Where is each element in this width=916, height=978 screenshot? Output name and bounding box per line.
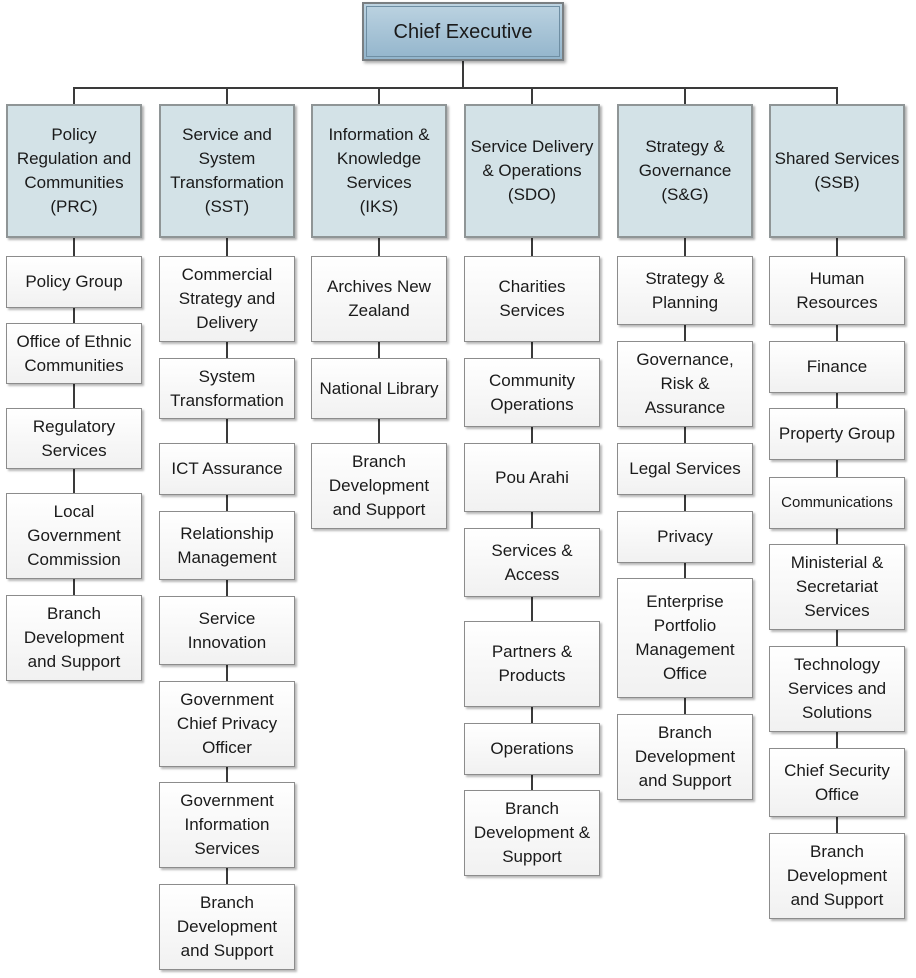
- unit-finance: Finance: [769, 341, 905, 393]
- unit-local-government-commission: Local Government Commission: [6, 493, 142, 579]
- unit-government-chief-privacy-officer: Government Chief Privacy Officer: [159, 681, 295, 767]
- unit-legal-services: Legal Services: [617, 443, 753, 495]
- unit-ministerial-and-secretariat-services: Ministerial & Secretariat Services: [769, 544, 905, 630]
- group-header-sst: Service and System Transformation (SST): [159, 104, 295, 238]
- unit-relationship-management: Relationship Management: [159, 511, 295, 580]
- unit-communications: Communications: [769, 477, 905, 529]
- group-header-iks: Information & Knowledge Services (IKS): [311, 104, 447, 238]
- group-connector: [226, 87, 228, 104]
- unit-branch-development-and-support: Branch Development and Support: [311, 443, 447, 529]
- unit-governance-risk-and-assurance: Governance, Risk & Assurance: [617, 341, 753, 427]
- group-connector: [684, 87, 686, 104]
- unit-partners-and-products: Partners & Products: [464, 621, 600, 707]
- group-header-ssb: Shared Services (SSB): [769, 104, 905, 238]
- unit-charities-services: Charities Services: [464, 256, 600, 342]
- column-spine: [684, 238, 686, 757]
- unit-service-innovation: Service Innovation: [159, 596, 295, 665]
- group-connector: [531, 87, 533, 104]
- chief-executive-box: Chief Executive: [362, 2, 564, 61]
- unit-property-group: Property Group: [769, 408, 905, 460]
- unit-branch-development-and-support: Branch Development and Support: [617, 714, 753, 800]
- unit-ict-assurance: ICT Assurance: [159, 443, 295, 495]
- unit-office-of-ethnic-communities: Office of Ethnic Communities: [6, 323, 142, 384]
- horizontal-bus: [73, 87, 838, 89]
- unit-strategy-and-planning: Strategy & Planning: [617, 256, 753, 325]
- group-connector: [836, 87, 838, 104]
- group-header-prc: Policy Regulation and Communities (PRC): [6, 104, 142, 238]
- unit-policy-group: Policy Group: [6, 256, 142, 308]
- unit-privacy: Privacy: [617, 511, 753, 563]
- unit-enterprise-portfolio-management-office: Enterprise Portfolio Management Office: [617, 578, 753, 698]
- unit-branch-development-and-support: Branch Development & Support: [464, 790, 600, 876]
- unit-human-resources: Human Resources: [769, 256, 905, 325]
- root-connector: [462, 61, 464, 87]
- unit-system-transformation: System Transformation: [159, 358, 295, 419]
- unit-community-operations: Community Operations: [464, 358, 600, 427]
- unit-regulatory-services: Regulatory Services: [6, 408, 142, 469]
- unit-branch-development-and-support: Branch Development and Support: [6, 595, 142, 681]
- unit-chief-security-office: Chief Security Office: [769, 748, 905, 817]
- unit-commercial-strategy-and-delivery: Commercial Strategy and Delivery: [159, 256, 295, 342]
- unit-government-information-services: Government Information Services: [159, 782, 295, 868]
- unit-operations: Operations: [464, 723, 600, 775]
- unit-archives-new-zealand: Archives New Zealand: [311, 256, 447, 342]
- group-connector: [73, 87, 75, 104]
- group-connector: [378, 87, 380, 104]
- unit-branch-development-and-support: Branch Development and Support: [159, 884, 295, 970]
- unit-national-library: National Library: [311, 358, 447, 419]
- column-spine: [226, 238, 228, 927]
- unit-technology-services-and-solutions: Technology Services and Solutions: [769, 646, 905, 732]
- unit-services-and-access: Services & Access: [464, 528, 600, 597]
- group-header-sdo: Service Delivery & Operations (SDO): [464, 104, 600, 238]
- unit-pou-arahi: Pou Arahi: [464, 443, 600, 512]
- group-header-sandg: Strategy & Governance (S&G): [617, 104, 753, 238]
- unit-branch-development-and-support: Branch Development and Support: [769, 833, 905, 919]
